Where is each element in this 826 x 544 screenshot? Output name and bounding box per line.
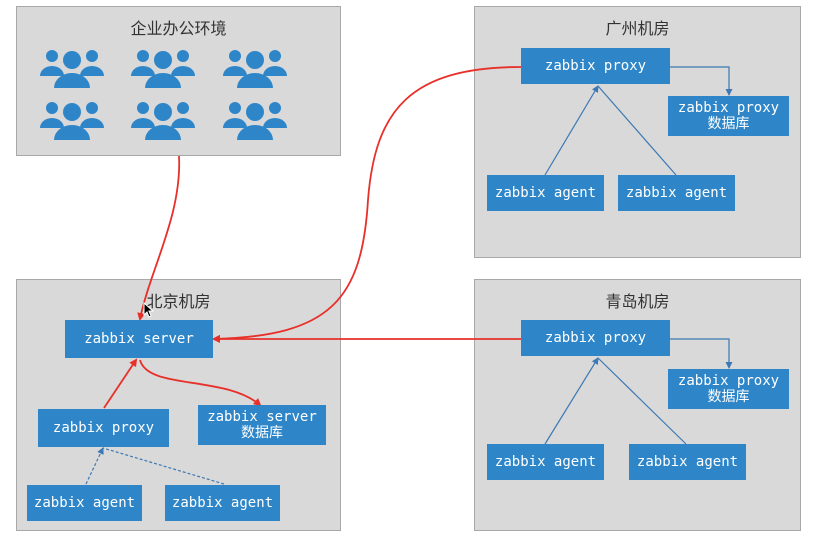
bj-server-db-node: zabbix server 数据库 bbox=[198, 405, 326, 445]
mouse-cursor-icon bbox=[143, 302, 155, 318]
qd-agent-node-2: zabbix agent bbox=[629, 444, 746, 480]
region-office-title: 企业办公环境 bbox=[130, 19, 227, 38]
qd-db-label-1: zabbix proxy bbox=[677, 373, 780, 389]
gz-db-label-2: 数据库 bbox=[707, 116, 750, 132]
qd-proxy-db-node: zabbix proxy 数据库 bbox=[668, 369, 789, 409]
gz-db-label-1: zabbix proxy bbox=[677, 100, 780, 116]
qd-proxy-node: zabbix proxy bbox=[521, 320, 670, 356]
region-guangzhou-title: 广州机房 bbox=[605, 19, 670, 38]
bj-agent-node-2: zabbix agent bbox=[165, 485, 280, 521]
bj-server-node: zabbix server bbox=[65, 320, 213, 358]
bj-db-label-2: 数据库 bbox=[241, 425, 283, 441]
gz-proxy-node: zabbix proxy bbox=[521, 48, 670, 84]
gz-agent-node-2: zabbix agent bbox=[618, 175, 735, 211]
bj-proxy-node: zabbix proxy bbox=[38, 409, 169, 447]
users-icon bbox=[40, 102, 104, 140]
users-icon bbox=[223, 50, 287, 88]
qd-agent-node-1: zabbix agent bbox=[487, 444, 604, 480]
users-icon bbox=[131, 102, 195, 140]
bj-db-label-1: zabbix server bbox=[207, 409, 317, 425]
region-beijing-title: 北京机房 bbox=[146, 292, 211, 311]
users-icon bbox=[131, 50, 195, 88]
gz-agent-node-1: zabbix agent bbox=[487, 175, 604, 211]
region-qingdao-title: 青岛机房 bbox=[605, 292, 670, 311]
gz-proxy-db-node: zabbix proxy 数据库 bbox=[668, 96, 789, 136]
qd-db-label-2: 数据库 bbox=[707, 389, 750, 405]
bj-agent-node-1: zabbix agent bbox=[27, 485, 142, 521]
users-icon bbox=[40, 50, 104, 88]
users-icon bbox=[223, 102, 287, 140]
